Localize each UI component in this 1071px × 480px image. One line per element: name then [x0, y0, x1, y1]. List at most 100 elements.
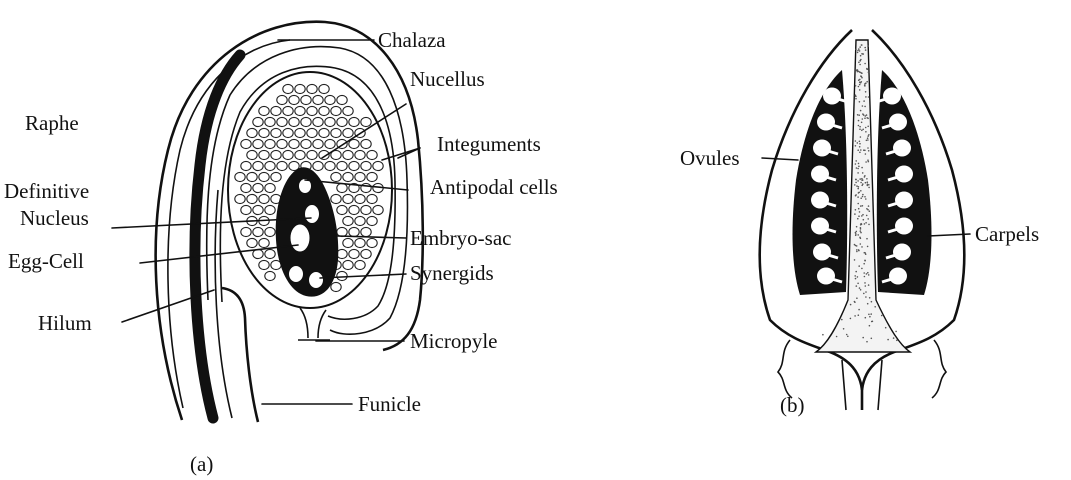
stipple-dot: [856, 251, 858, 253]
stipple-dot: [857, 50, 859, 52]
stipple-dot: [866, 68, 868, 70]
nucellus-cell: [337, 205, 347, 214]
stipple-dot: [862, 214, 864, 216]
ovule: [811, 218, 829, 235]
stipple-dot: [869, 297, 871, 299]
nucellus-cell: [361, 161, 371, 170]
stipple-dot: [865, 296, 867, 298]
nucellus-cell: [355, 172, 365, 181]
nucellus-cell: [355, 216, 365, 225]
stipple-dot: [855, 49, 857, 51]
stipple-dot: [862, 194, 864, 196]
stipple-dot: [867, 303, 869, 305]
stipple-dot: [866, 140, 868, 142]
stipple-dot: [868, 184, 870, 186]
nucellus-cell: [301, 139, 311, 148]
stipple-dot: [865, 222, 867, 224]
nucellus-cell: [367, 216, 377, 225]
nucellus-cell: [271, 150, 281, 159]
stipple-dot: [859, 89, 861, 91]
stipple-dot: [864, 150, 866, 152]
stipple-dot: [867, 272, 869, 274]
nucellus-cell: [253, 227, 263, 236]
stipple-dot: [858, 48, 860, 50]
funicle-outline: [222, 288, 258, 422]
stipple-dot: [860, 55, 862, 57]
stipple-dot: [859, 64, 861, 66]
nucellus-cell: [271, 128, 281, 137]
stipple-dot: [857, 114, 859, 116]
nucellus-cell: [253, 249, 263, 258]
stipple-dot: [854, 259, 856, 261]
stipple-dot: [864, 175, 866, 177]
nucellus-cell: [355, 150, 365, 159]
ovule: [889, 114, 907, 131]
stipple-dot: [855, 163, 857, 165]
nucellus-cell: [343, 216, 353, 225]
label-hilum: Hilum: [38, 311, 92, 335]
raphe-inner-line-2: [215, 190, 232, 418]
stipple-dot: [869, 316, 871, 318]
stipple-dot: [865, 161, 867, 163]
nucellus-cell: [361, 249, 371, 258]
nucellus-cell: [259, 194, 269, 203]
stipple-dot: [871, 338, 873, 340]
nucellus-cell: [241, 183, 251, 192]
nucellus-cell: [247, 238, 257, 247]
nucellus-cell: [259, 150, 269, 159]
nucellus-cell: [319, 84, 329, 93]
nucellus-cell: [277, 139, 287, 148]
stipple-dot: [855, 271, 857, 273]
nucellus-cell: [271, 172, 281, 181]
stipple-dot: [863, 100, 865, 102]
stipple-dot: [859, 287, 861, 289]
stipple-dot: [862, 337, 864, 339]
stipple-dot: [855, 98, 857, 100]
stipple-dot: [868, 187, 870, 189]
stipple-dot: [868, 314, 870, 316]
stipple-dot: [857, 149, 859, 151]
nucellus-cell: [253, 139, 263, 148]
nucellus-cell: [295, 128, 305, 137]
stipple-dot: [854, 244, 856, 246]
nucellus-cell: [247, 172, 257, 181]
stipple-dot: [860, 289, 862, 291]
stipple-dot: [868, 72, 870, 74]
stipple-dot: [865, 131, 867, 133]
stipple-dot: [867, 147, 869, 149]
left-locule: [793, 70, 848, 295]
receptacle-right: [932, 340, 946, 398]
stipple-dot: [868, 96, 870, 98]
stipple-dot: [864, 83, 866, 85]
stipple-dot: [856, 185, 858, 187]
nucellus-cell: [325, 117, 335, 126]
stipple-dot: [861, 122, 863, 124]
label-antipodal-cells: Antipodal cells: [430, 175, 558, 199]
stipple-dot: [862, 113, 864, 115]
nucellus-cell: [367, 194, 377, 203]
vascular-strand: [195, 55, 240, 418]
nucellus-cell: [331, 282, 341, 291]
nucellus-cell: [301, 95, 311, 104]
stipple-dot: [866, 81, 868, 83]
stipple-dot: [866, 238, 868, 240]
stipple-dot: [867, 218, 869, 220]
nucellus-cell: [271, 106, 281, 115]
nucellus-cell: [259, 128, 269, 137]
nucellus-cell: [355, 260, 365, 269]
nucellus-cell: [295, 84, 305, 93]
stipple-dot: [866, 215, 868, 217]
stipple-dot: [857, 52, 859, 54]
label-raphe: Raphe: [25, 111, 79, 135]
stipple-dot: [860, 230, 862, 232]
nucellus-cell: [265, 205, 275, 214]
stipple-dot: [854, 275, 856, 277]
stipple-dot: [859, 126, 861, 128]
stipple-dot: [859, 84, 861, 86]
stipple-dot: [865, 49, 867, 51]
nucellus-cell: [343, 238, 353, 247]
stipple-dot: [867, 209, 869, 211]
nucellus-cell: [307, 106, 317, 115]
nucellus-cell: [331, 194, 341, 203]
nucellus-cell: [265, 183, 275, 192]
